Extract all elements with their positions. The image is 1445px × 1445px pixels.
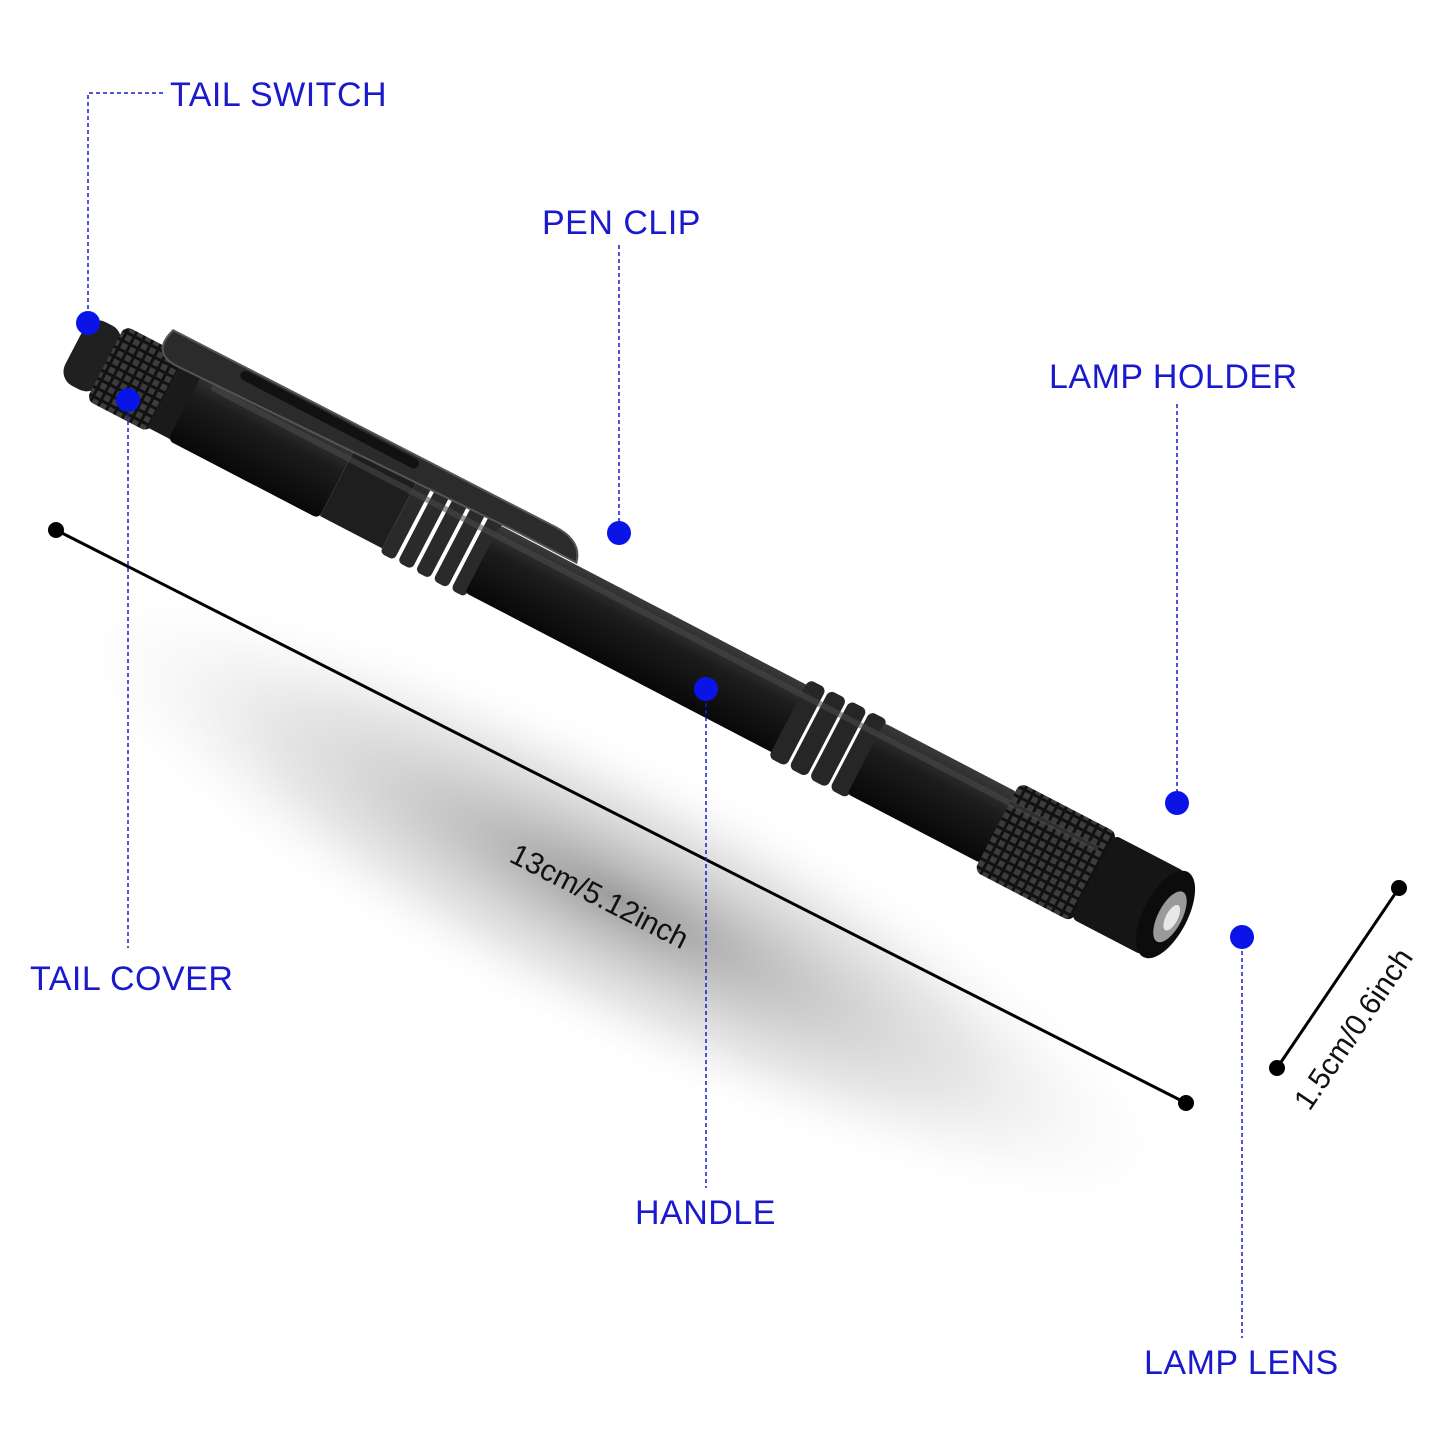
pen-clip-dot <box>607 521 631 545</box>
handle-label: HANDLE <box>635 1194 776 1232</box>
lamp-holder-dot <box>1165 791 1189 815</box>
handle-dot <box>694 677 718 701</box>
lamp-lens-dot <box>1230 925 1254 949</box>
rear-grip-rings <box>381 480 502 596</box>
handle-tube <box>466 526 810 753</box>
drop-shadow <box>45 580 1195 1220</box>
tail-cover-label: TAIL COVER <box>30 960 234 998</box>
tail-switch-dot <box>76 311 100 335</box>
length-dimension-line <box>55 528 1187 1105</box>
pen-clip-label: PEN CLIP <box>542 204 701 242</box>
tail-switch-label: TAIL SWITCH <box>170 76 388 114</box>
length-dimension-start-dot <box>48 522 64 538</box>
length-dimension-end-dot <box>1178 1095 1194 1111</box>
diameter-dimension-line <box>1275 887 1401 1069</box>
lamp-holder-label: LAMP HOLDER <box>1049 358 1298 396</box>
lamp-lens-label: LAMP LENS <box>1144 1344 1339 1382</box>
diameter-dimension-end-dot <box>1269 1060 1285 1076</box>
tail-cover-dot <box>116 388 140 412</box>
diameter-dimension-start-dot <box>1391 880 1407 896</box>
tail-switch <box>63 320 122 392</box>
lamp-holder-knurl <box>976 785 1115 920</box>
tail-switch-leader <box>87 92 163 323</box>
flashlight <box>63 320 1196 959</box>
